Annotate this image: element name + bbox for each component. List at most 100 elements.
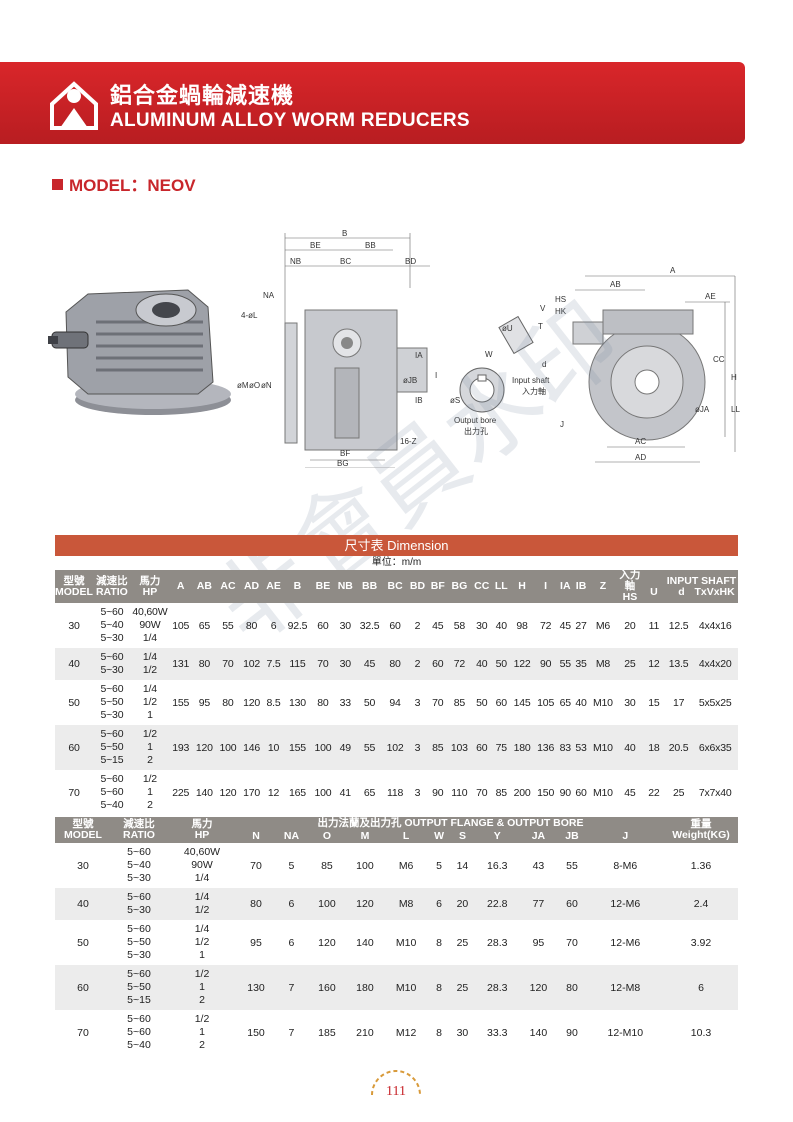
- cell-input: 4x4x20: [692, 648, 738, 680]
- cell-value: 160: [307, 965, 346, 1010]
- svg-text:øJA: øJA: [695, 405, 710, 414]
- cell-value: 77: [519, 888, 558, 920]
- table-header-cell: AB: [192, 570, 217, 603]
- cell-dim: 27: [575, 619, 587, 632]
- table-header-cell: M: [345, 830, 384, 843]
- model-title: MODEL：NEOV: [52, 171, 196, 196]
- svg-text:4-øL: 4-øL: [241, 311, 258, 320]
- cell-dim: 45: [432, 619, 444, 632]
- cell-dim: 83: [557, 725, 574, 770]
- cell-dim: 50: [492, 648, 511, 680]
- cell-dim: 70: [216, 648, 240, 680]
- cell-value: 12-M6: [610, 936, 641, 949]
- cell-dim: 85: [428, 725, 448, 770]
- cell-value: 120: [345, 888, 384, 920]
- cell-model: 50: [68, 696, 80, 709]
- table-header-cell: CC: [471, 570, 493, 603]
- cell-dim: 80: [222, 696, 234, 709]
- cell-value: 70: [566, 936, 578, 949]
- cell-dim: 155: [172, 696, 190, 709]
- cell-input: 17: [672, 696, 685, 709]
- th-flange-group: 出力法蘭及出力孔 OUTPUT FLANGE & OUTPUT BORE: [237, 817, 664, 830]
- cell-value: 185: [318, 1026, 336, 1039]
- cell-value: 140: [356, 936, 374, 949]
- table-header-cell: H: [510, 570, 534, 603]
- cell-dim: 85: [453, 696, 465, 709]
- svg-text:BG: BG: [337, 459, 349, 468]
- cell-dim: 2: [414, 619, 421, 632]
- svg-text:16-Z: 16-Z: [400, 437, 417, 446]
- dim-label-B: B: [342, 229, 347, 238]
- cell-value: 43: [532, 859, 545, 872]
- unit-label: 單位：m/m: [371, 557, 422, 568]
- cell-value: 130: [237, 965, 276, 1010]
- cell-dim: 110: [451, 786, 468, 799]
- cell-value: 33.3: [487, 1026, 508, 1039]
- cell-value: M6: [398, 859, 414, 872]
- cell-value: 70: [250, 859, 262, 872]
- worm-reducer-illustration: [48, 289, 231, 415]
- cell-dim: 155: [283, 725, 312, 770]
- cell-input: 6x6x35: [692, 725, 738, 770]
- cell-dim: 60: [495, 696, 507, 709]
- cell-value: 85: [321, 859, 333, 872]
- cell-dim: 193: [168, 725, 193, 770]
- cell-dim: M10: [588, 725, 617, 770]
- cell-dim: 72: [539, 619, 552, 632]
- cell-dim: 225: [172, 786, 190, 799]
- cell-value: 150: [247, 1026, 265, 1039]
- cell-dim: 40: [471, 648, 493, 680]
- cell-value: 95: [250, 936, 262, 949]
- cell-dim: 105: [172, 619, 190, 632]
- cell-dim: 200: [513, 786, 531, 799]
- cell-dim: 49: [334, 725, 356, 770]
- cell-value: 12-M8: [586, 965, 664, 1010]
- cell-dim: 103: [447, 725, 472, 770]
- cell-dim: 145: [513, 696, 531, 709]
- table-header-cell: O: [307, 830, 346, 843]
- cell-dim: 70: [311, 648, 335, 680]
- cell-input: 5x5x25: [698, 696, 732, 709]
- cell-dim: 94: [389, 696, 401, 709]
- table-header-cell: L: [383, 830, 429, 843]
- cell-weight: 10.3: [690, 1026, 712, 1039]
- svg-text:øU: øU: [502, 324, 513, 333]
- cell-input: 15: [648, 696, 660, 709]
- bullet-square-icon: [52, 179, 63, 190]
- company-logo: [50, 81, 98, 130]
- cell-value: 180: [345, 965, 384, 1010]
- cell-input: 25: [616, 648, 643, 680]
- cell-weight: 3.92: [690, 936, 712, 949]
- table-header-cell: AE: [263, 570, 284, 603]
- svg-text:HS: HS: [555, 295, 566, 304]
- header-banner: 鋁合金蝸輪減速機 ALUMINUM ALLOY WORM REDUCERS: [0, 62, 745, 144]
- table-header-cell: LL: [492, 570, 511, 603]
- cell-model: 70: [68, 786, 80, 799]
- svg-text:T: T: [538, 322, 543, 331]
- cell-dim: 45: [559, 619, 571, 632]
- svg-text:øS: øS: [450, 396, 460, 405]
- cell-dim: 80: [383, 648, 407, 680]
- svg-text:AC: AC: [635, 437, 646, 446]
- table-header-cell: N: [237, 830, 276, 843]
- cell-dim: 98: [516, 619, 528, 632]
- cell-value: 80: [557, 965, 587, 1010]
- dimension-title-en: Dimension: [387, 538, 449, 553]
- cell-dim: 170: [243, 786, 261, 799]
- cell-input: 13.5: [664, 648, 693, 680]
- svg-text:BB: BB: [365, 241, 376, 250]
- cell-value: 7: [275, 965, 308, 1010]
